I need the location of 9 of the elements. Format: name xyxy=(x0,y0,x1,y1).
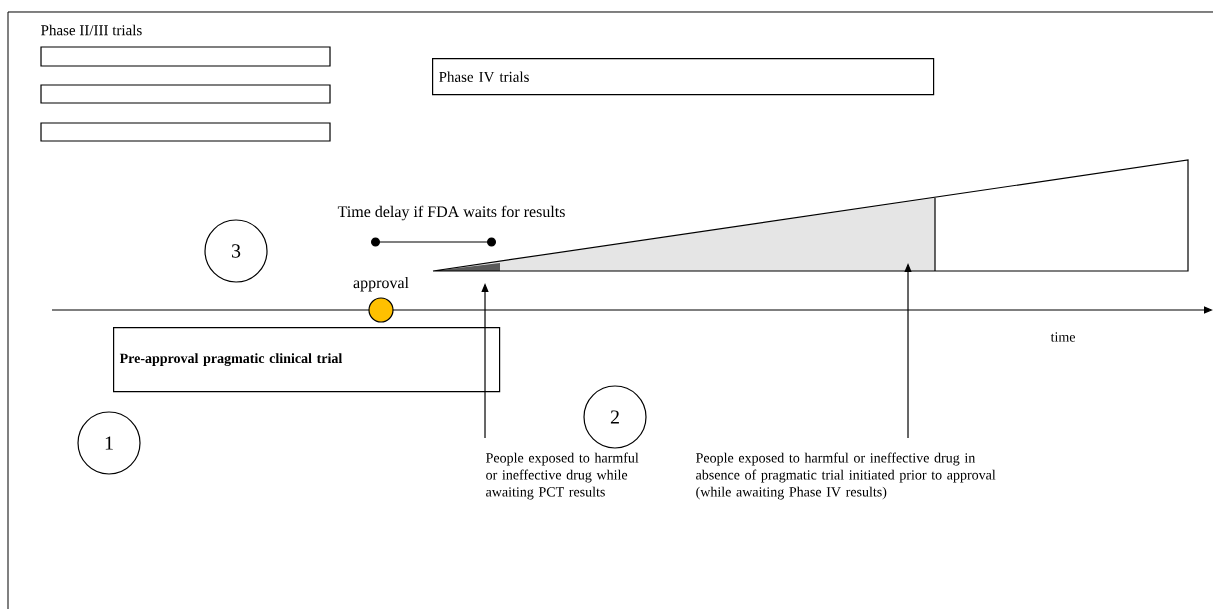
bar-box xyxy=(40,84,331,104)
label-text: time xyxy=(1050,332,1075,342)
trial-box: Phase IV trials xyxy=(432,58,935,96)
label-text: Time delay if FDA waits for results xyxy=(337,205,565,221)
trial-box: Pre-approval pragmatic clinical trial xyxy=(113,327,501,393)
annotation-text: People exposed to harmful or ineffective drug while awaiting PCT results xyxy=(486,452,639,500)
bar-box xyxy=(40,122,331,142)
annotation-text: People exposed to harmful or ineffective drug in absence of pragmatic trial initiated prior to approval (while awaiting Phase IV results) xyxy=(696,452,996,500)
bar-box xyxy=(40,46,331,67)
